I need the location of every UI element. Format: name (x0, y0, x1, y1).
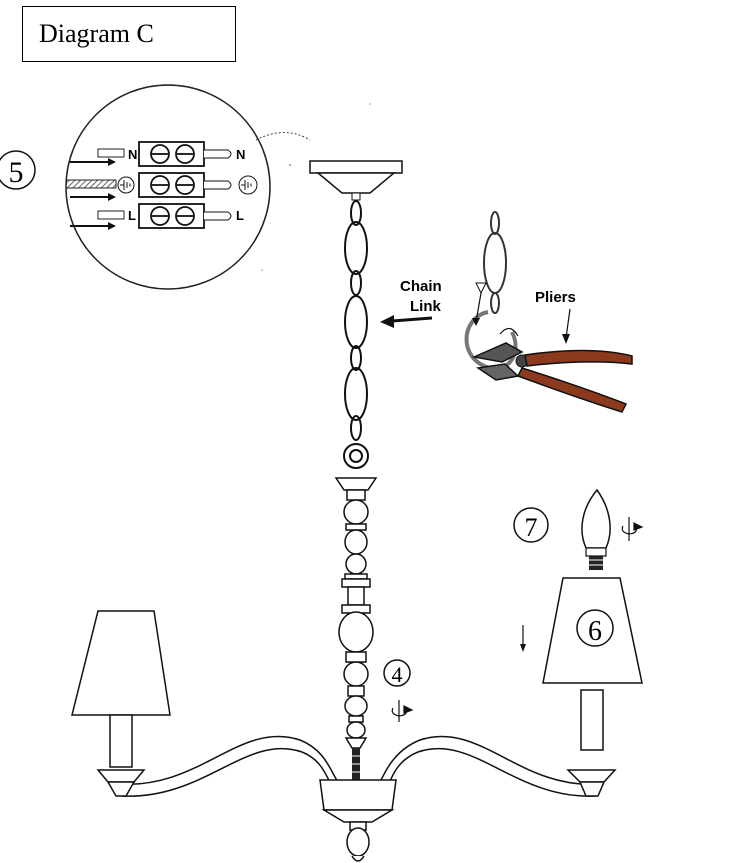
chandelier-body (319, 779, 397, 862)
scan-specks (261, 103, 371, 271)
outgoing-wires (204, 149, 232, 221)
right-candle-sleeve (580, 689, 604, 751)
right-lamp (542, 577, 643, 797)
terminal-block (138, 141, 205, 229)
left-lamp (71, 610, 171, 797)
right-shade (542, 577, 643, 684)
terminal-l-right: L (236, 208, 244, 223)
chain-link-pliers-detail: Chain Link Pliers (400, 211, 633, 413)
step-4-marker: 4 (383, 659, 411, 687)
chain (343, 200, 369, 469)
step-4-number: 4 (392, 662, 403, 687)
terminal-n-right: N (236, 147, 245, 162)
ceiling-canopy (309, 160, 403, 201)
chain-label-line1: Chain (400, 278, 442, 295)
left-bobeche (96, 769, 146, 783)
step-6-number: 6 (588, 616, 602, 647)
diagram-title: Diagram C (22, 6, 236, 62)
ground-icon-left (117, 176, 135, 194)
step-5-marker: 5 (0, 150, 36, 190)
ground-icon-right (238, 175, 258, 195)
pliers-label: Pliers (535, 289, 576, 306)
threaded-rod (350, 748, 362, 782)
incoming-wires (65, 148, 125, 230)
rotate-icon-bulb (621, 517, 644, 541)
chain-label-line2: Link (410, 298, 441, 315)
left-candle-sleeve (109, 714, 133, 768)
step-7-marker: 7 (513, 507, 549, 543)
candle-bulb-icon (581, 488, 611, 570)
step-6-marker: 6 (576, 609, 614, 647)
left-shade (71, 610, 171, 716)
wiring-detail: N L (65, 84, 311, 290)
chain-pointer-arrow (380, 315, 433, 328)
pliers-icon (471, 342, 633, 413)
step-5-number: 5 (9, 156, 24, 189)
terminal-l-left: L (128, 208, 136, 223)
step-7-number: 7 (525, 513, 538, 542)
terminal-n-left: N (128, 147, 137, 162)
right-bobeche (566, 769, 617, 783)
chandelier-arms (117, 735, 601, 797)
shade-down-arrow (520, 625, 526, 652)
center-column (334, 477, 378, 749)
rotate-icon-center (391, 700, 414, 722)
